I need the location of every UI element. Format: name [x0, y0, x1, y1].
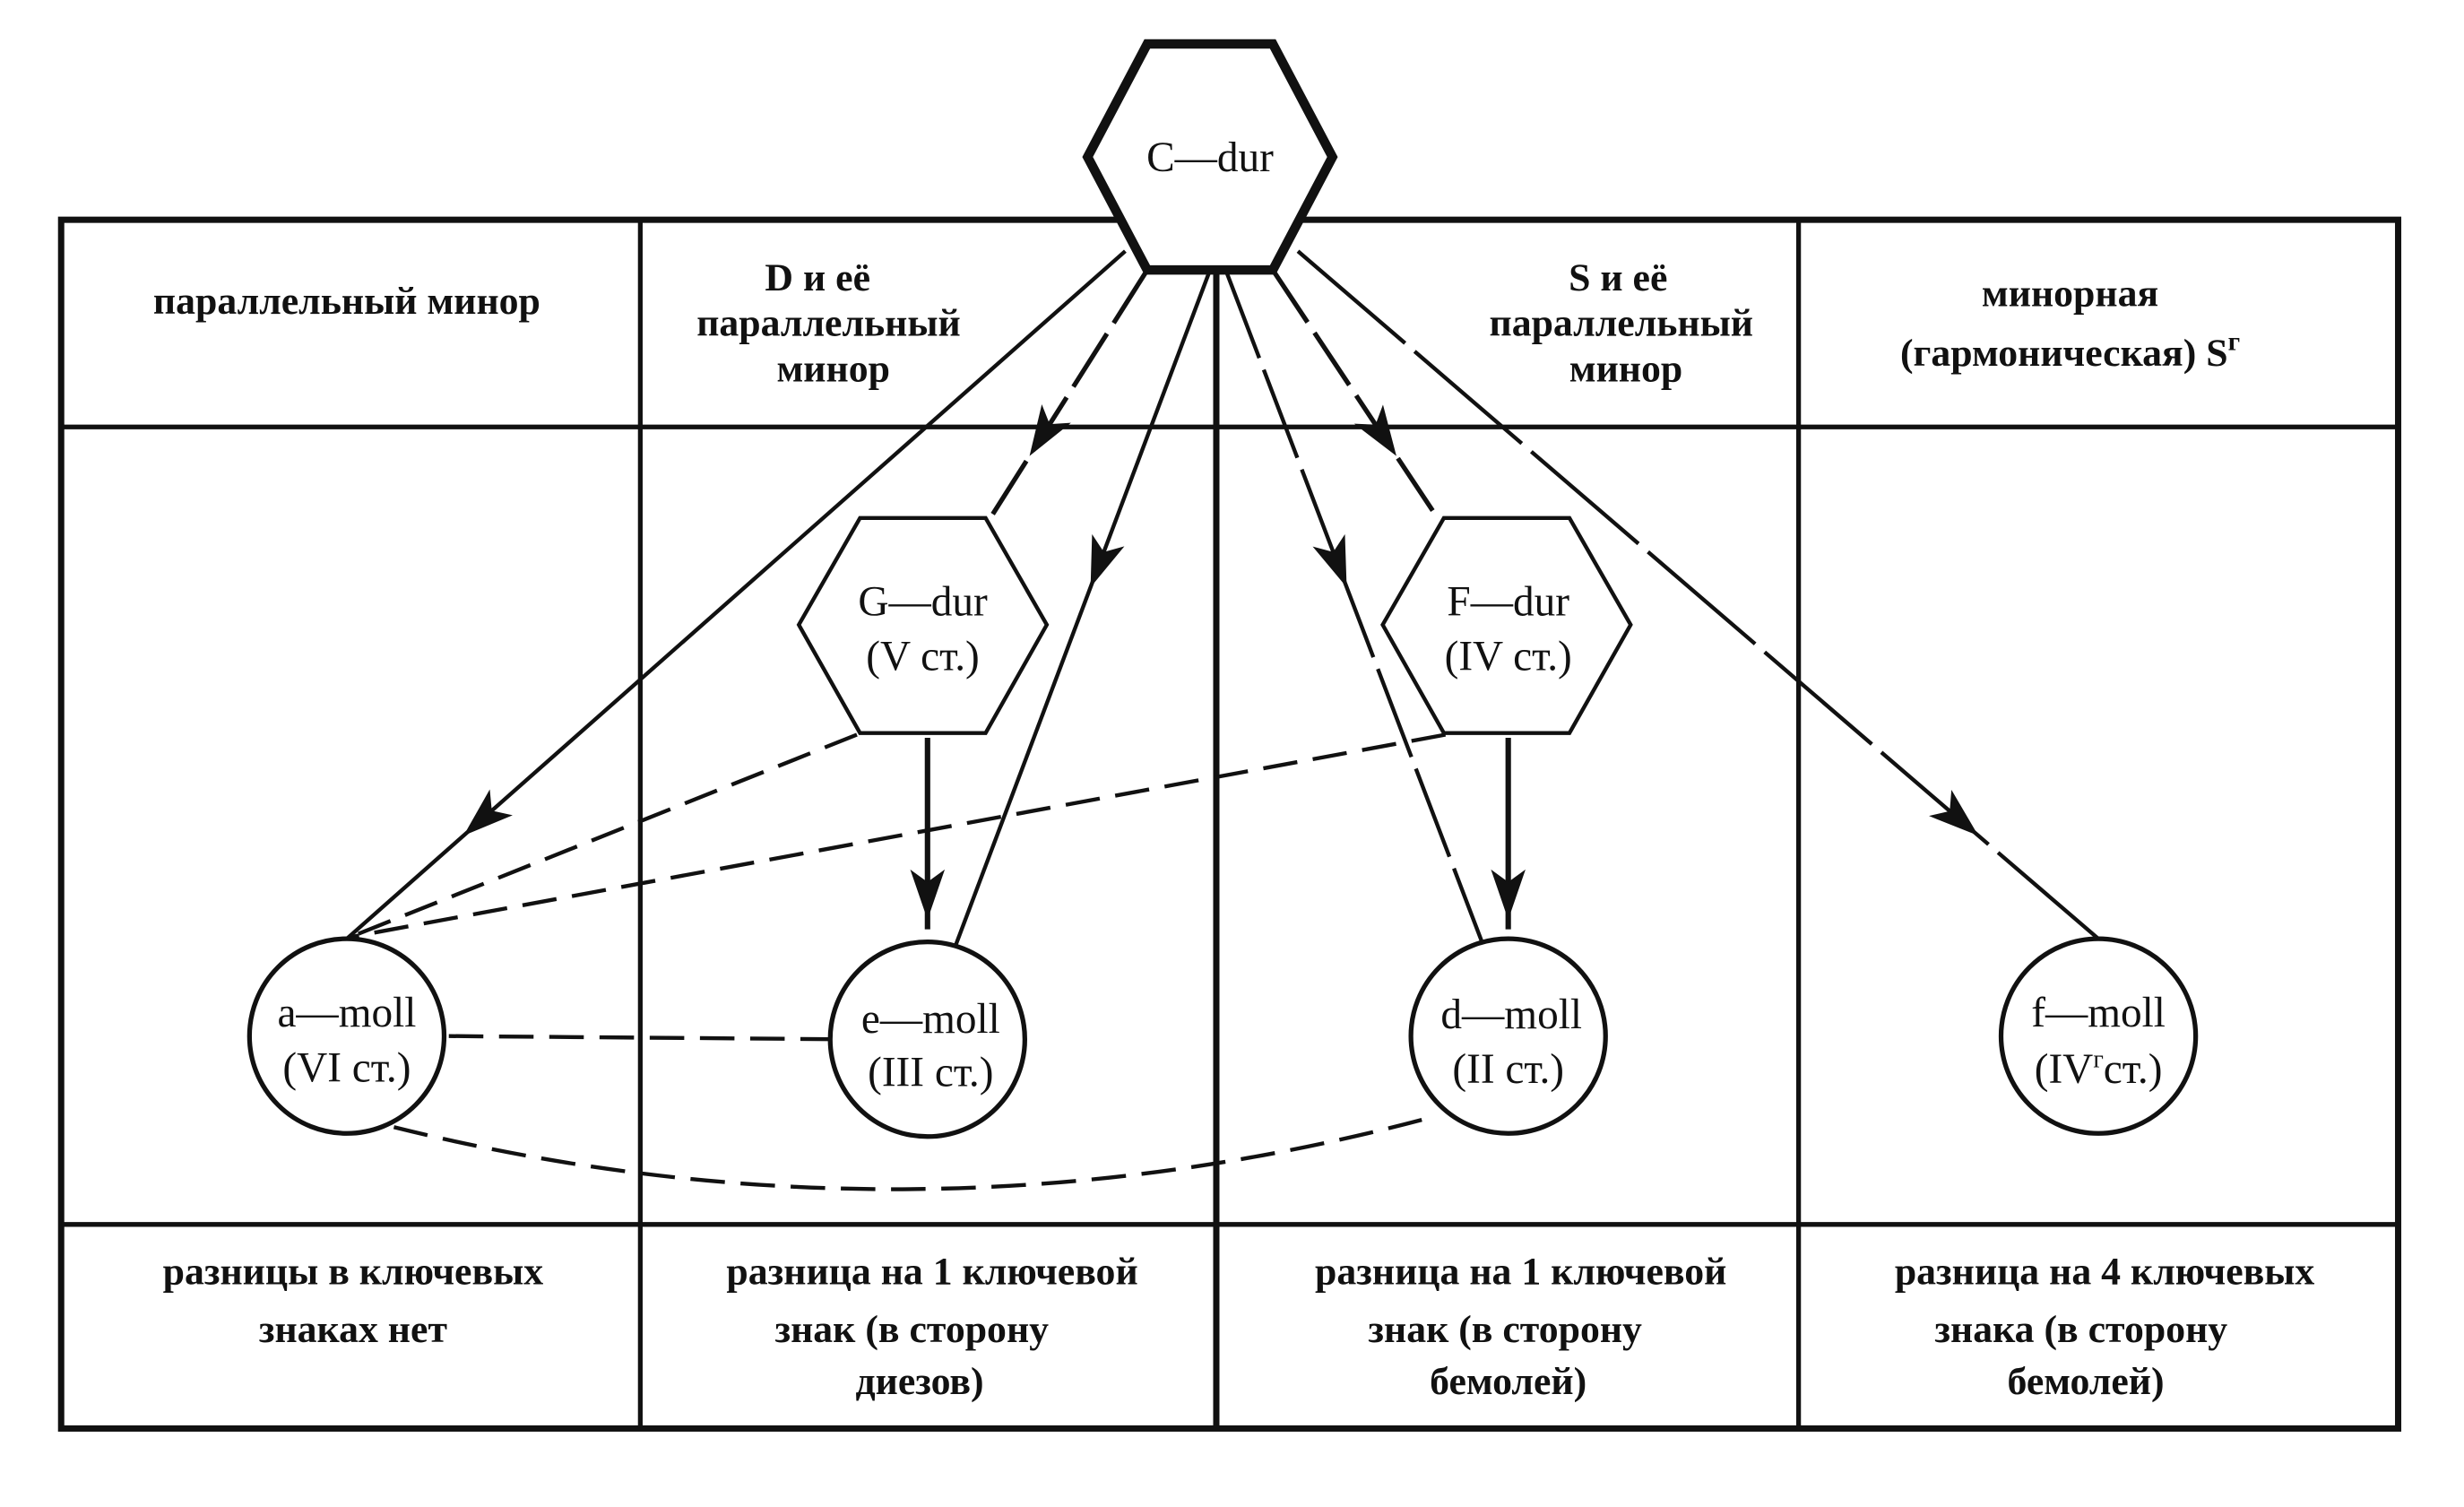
node-label: e—moll: [861, 996, 1000, 1043]
header-col4-text: (гармоническая) S: [1900, 332, 2228, 375]
table-footer: разницы в ключевых знаках нет разница на…: [163, 1250, 2315, 1403]
edge-c-dur-e-moll: [954, 269, 1213, 946]
degree-post: ст.): [2104, 1046, 2163, 1093]
node-d-moll: d—moll (II ст.): [1408, 936, 1608, 1136]
footer-col2-line2: знак (в сторону: [775, 1308, 1050, 1351]
degree-sup: г: [2093, 1046, 2103, 1074]
dashed-g-dur-a-moll: [349, 732, 858, 940]
table-grid: [57, 216, 2402, 1432]
footer-col4-line3: бемолей): [2008, 1360, 2165, 1403]
arrowhead-icon: [463, 789, 513, 836]
arrowhead-icon: [1491, 869, 1526, 920]
arrowhead-icon: [1090, 533, 1125, 588]
header-col3-line2: параллельный: [1489, 302, 1753, 345]
arrowhead-icon: [1929, 789, 1979, 836]
footer-col3-line3: бемолей): [1430, 1360, 1586, 1403]
edges: [345, 249, 2100, 1191]
node-label: G—dur: [858, 578, 988, 625]
node-label: a—moll: [277, 990, 416, 1036]
header-col2-line3: минор: [777, 348, 890, 391]
footer-col4-line1: разница на 4 ключевых: [1895, 1250, 2315, 1293]
circle: [1408, 936, 1608, 1136]
node-e-moll: e—moll (III ст.): [827, 939, 1027, 1139]
footer-col3-line2: знак (в сторону: [1368, 1308, 1642, 1351]
node-g-dur: G—dur (V ст.): [796, 515, 1050, 735]
footer-col2-line1: разница на 1 ключевой: [726, 1250, 1137, 1293]
node-degree: (V ст.): [866, 634, 979, 680]
arrowhead-icon: [910, 869, 946, 920]
node-c-dur: C—dur: [1082, 39, 1338, 275]
dashed-f-dur-a-moll: [350, 732, 1447, 940]
header-col4-sup: г: [2228, 326, 2241, 356]
header-col3-line1: S и её: [1569, 256, 1667, 299]
dashed-a-moll-d-moll: [393, 1115, 1431, 1191]
table-border: [57, 216, 2402, 1432]
edge-c-dur-f-dur: [1270, 268, 1440, 520]
node-degree: (IVгст.): [2035, 1046, 2163, 1094]
arrowhead-icon: [1353, 404, 1396, 456]
hexagon: [1082, 39, 1338, 275]
hexagon: [796, 515, 1050, 735]
hexagon: [1380, 515, 1633, 735]
node-degree: (IV ст.): [1445, 634, 1572, 680]
node-degree: (II ст.): [1452, 1046, 1564, 1093]
dashed-a-moll-e-moll: [448, 1034, 834, 1042]
footer-col1-line1: разницы в ключевых: [163, 1250, 544, 1293]
header-col1: параллельный минор: [153, 280, 540, 323]
degree-pre: (IV: [2035, 1046, 2094, 1093]
node-a-moll: a—moll (VI ст.): [246, 936, 447, 1136]
node-degree: (III ст.): [868, 1050, 993, 1096]
node-label: f—moll: [2031, 990, 2166, 1036]
arrowhead-icon: [1312, 533, 1347, 588]
circle: [246, 936, 447, 1136]
header-col2-line1: D и её: [765, 256, 870, 299]
node-f-dur: F—dur (IV ст.): [1380, 515, 1633, 735]
arrowhead-icon: [1029, 404, 1071, 456]
node-degree: (VI ст.): [282, 1044, 411, 1091]
header-col4-line2: (гармоническая) Sг: [1900, 326, 2240, 375]
footer-col4-line2: знака (в сторону: [1934, 1308, 2227, 1351]
circle: [827, 939, 1027, 1139]
footer-col2-line3: диезов): [855, 1360, 983, 1403]
footer-col1-line2: знаках нет: [259, 1308, 447, 1351]
node-f-moll: f—moll (IVгст.): [1998, 936, 2199, 1136]
node-label: d—moll: [1440, 992, 1582, 1038]
edge-c-dur-d-moll: [1223, 269, 1485, 946]
table-header: параллельный минор D и её параллельный м…: [153, 256, 2240, 391]
header-col4-line1: минорная: [1982, 272, 2158, 315]
node-label: F—dur: [1447, 578, 1569, 625]
footer-col3-line1: разница на 1 ключевой: [1315, 1250, 1726, 1293]
circle: [1998, 936, 2199, 1136]
node-label: C—dur: [1146, 134, 1274, 181]
header-col2-line2: параллельный: [696, 302, 961, 345]
header-col3-line3: минор: [1569, 348, 1682, 391]
edge-c-dur-g-dur: [988, 268, 1150, 520]
